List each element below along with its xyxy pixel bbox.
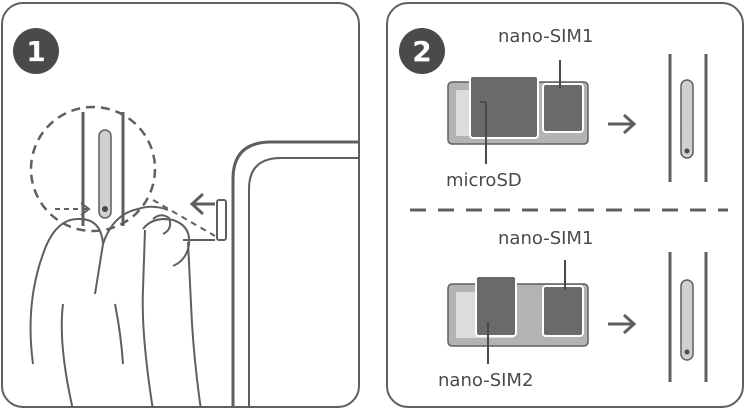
- hand: [29, 205, 202, 406]
- tray-microsd-config: nano-SIM1 microSD: [446, 26, 708, 191]
- step-2-illustration: nano-SIM1 microSD nano-: [410, 26, 728, 391]
- arrow-right-icon: [608, 313, 637, 335]
- microsd-card: [469, 75, 539, 139]
- nano-sim1-card: [542, 83, 584, 133]
- phone-side-view: [668, 54, 708, 182]
- step-1-panel: 1: [1, 2, 360, 408]
- phone: [216, 140, 358, 406]
- label-microsd: microSD: [446, 170, 522, 191]
- tray-dual-sim-config: nano-SIM1 nano-SIM2: [438, 228, 708, 391]
- phone-side-view: [668, 252, 708, 382]
- label-nano-sim1-top: nano-SIM1: [498, 26, 593, 47]
- arrow-right-icon: [608, 113, 637, 135]
- step-1-badge: 1: [13, 28, 59, 74]
- nano-sim2-card: [475, 275, 517, 337]
- tray-ejector-slot: [98, 129, 112, 219]
- label-nano-sim2: nano-SIM2: [438, 370, 533, 391]
- ejector-hole: [102, 206, 108, 212]
- step-2-panel: 2 nano-SIM1 microSD: [386, 2, 744, 408]
- nano-sim1-card: [542, 285, 584, 337]
- sim-tray-slot: [216, 199, 227, 241]
- magnifier-circle: [29, 105, 157, 233]
- label-nano-sim1-bottom: nano-SIM1: [498, 228, 593, 249]
- step-2-badge: 2: [399, 28, 445, 74]
- step-1-illustration: [29, 105, 358, 406]
